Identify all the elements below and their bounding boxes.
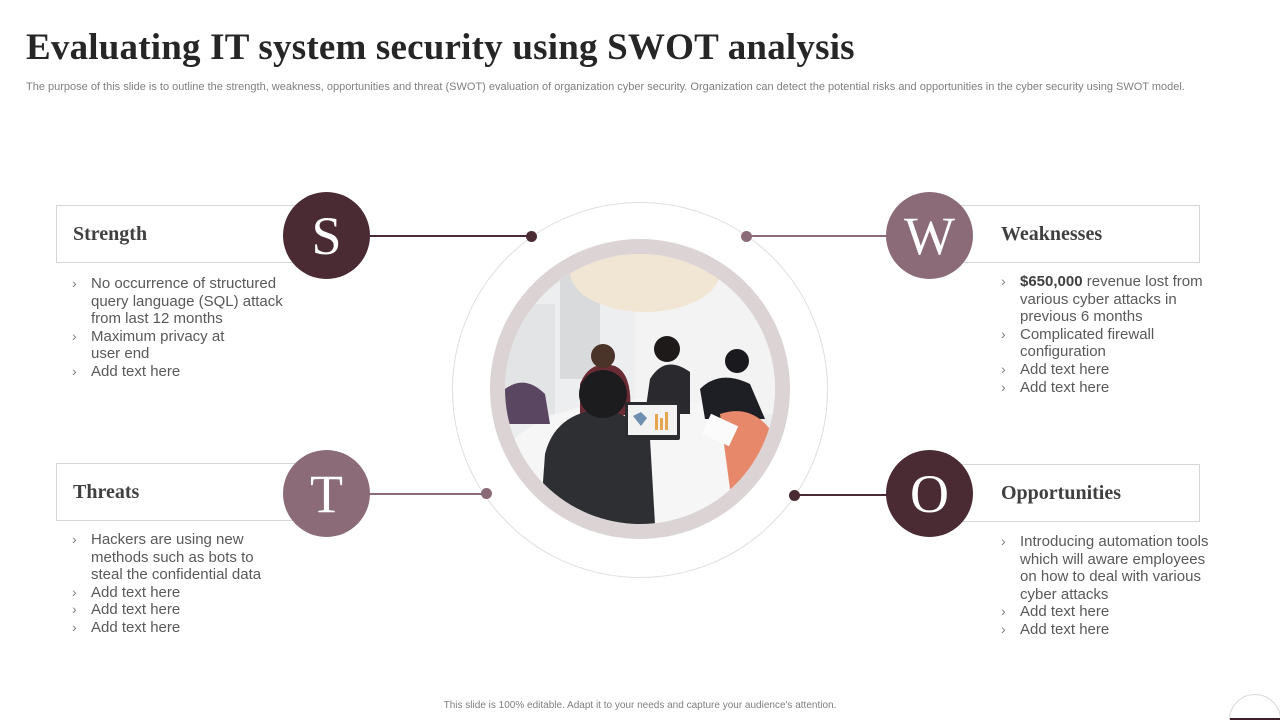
strength-header-box: Strength: [56, 205, 304, 263]
strength-bullet-list: No occurrence of structured query langua…: [72, 275, 292, 381]
weaknesses-letter: W: [904, 205, 955, 266]
opportunities-heading: Opportunities: [1001, 482, 1122, 504]
corner-decoration-arc: [1229, 694, 1280, 720]
list-item-text: revenue lost from various cyber attacks …: [1020, 273, 1203, 326]
strength-letter-badge: S: [283, 192, 370, 279]
list-item: Add text here: [1001, 361, 1221, 379]
weaknesses-heading: Weaknesses: [1001, 223, 1103, 245]
strength-connector-line: [369, 235, 529, 237]
list-item: Add text here: [72, 619, 282, 637]
weaknesses-header-box: Weaknesses: [952, 205, 1200, 263]
threats-letter-badge: T: [283, 450, 370, 537]
threats-header-box: Threats: [56, 463, 304, 521]
list-item: Introducing automation tools which will …: [1001, 533, 1213, 603]
opportunities-bullet-list: Introducing automation tools which will …: [1001, 533, 1221, 639]
weaknesses-connector-line: [750, 235, 890, 237]
strength-letter: S: [311, 205, 342, 266]
list-item: Add text here: [1001, 621, 1221, 639]
slide-footer-note: This slide is 100% editable. Adapt it to…: [443, 700, 837, 711]
weaknesses-connector-dot: [741, 231, 752, 242]
outer-ring: [452, 202, 828, 578]
revenue-lost-amount: $650,000: [1020, 273, 1083, 290]
opportunities-letter-badge: O: [886, 450, 973, 537]
list-item: Add text here: [72, 363, 292, 381]
list-item: Add text here: [1001, 379, 1221, 397]
list-item: Complicated firewall configuration: [1001, 326, 1176, 361]
weaknesses-bullet-list: $650,000 revenue lost from various cyber…: [1001, 273, 1221, 396]
corner-decoration-line: [1230, 718, 1280, 720]
list-item: Add text here: [72, 601, 282, 619]
strength-heading: Strength: [73, 223, 148, 245]
opportunities-letter: O: [910, 463, 949, 524]
threats-heading: Threats: [73, 481, 140, 503]
list-item: No occurrence of structured query langua…: [72, 275, 292, 328]
list-item: Maximum privacy at user end: [72, 328, 247, 363]
threats-connector-dot: [481, 488, 492, 499]
list-item: Add text here: [72, 584, 282, 602]
list-item: $650,000 revenue lost from various cyber…: [1001, 273, 1221, 326]
meeting-illustration: [505, 254, 775, 524]
weaknesses-letter-badge: W: [886, 192, 973, 279]
list-item: Hackers are using new methods such as bo…: [72, 531, 267, 584]
threats-bullet-list: Hackers are using new methods such as bo…: [72, 531, 282, 637]
list-item: Add text here: [1001, 603, 1221, 621]
strength-connector-dot: [526, 231, 537, 242]
opportunities-header-box: Opportunities: [952, 464, 1200, 522]
threats-connector-line: [369, 493, 487, 495]
slide-title: Evaluating IT system security using SWOT…: [26, 27, 855, 68]
team-meeting-photo: [505, 254, 775, 524]
opportunities-connector-dot: [789, 490, 800, 501]
opportunities-connector-line: [796, 494, 890, 496]
threats-letter: T: [310, 463, 343, 524]
slide-subtitle: The purpose of this slide is to outline …: [26, 81, 1185, 93]
